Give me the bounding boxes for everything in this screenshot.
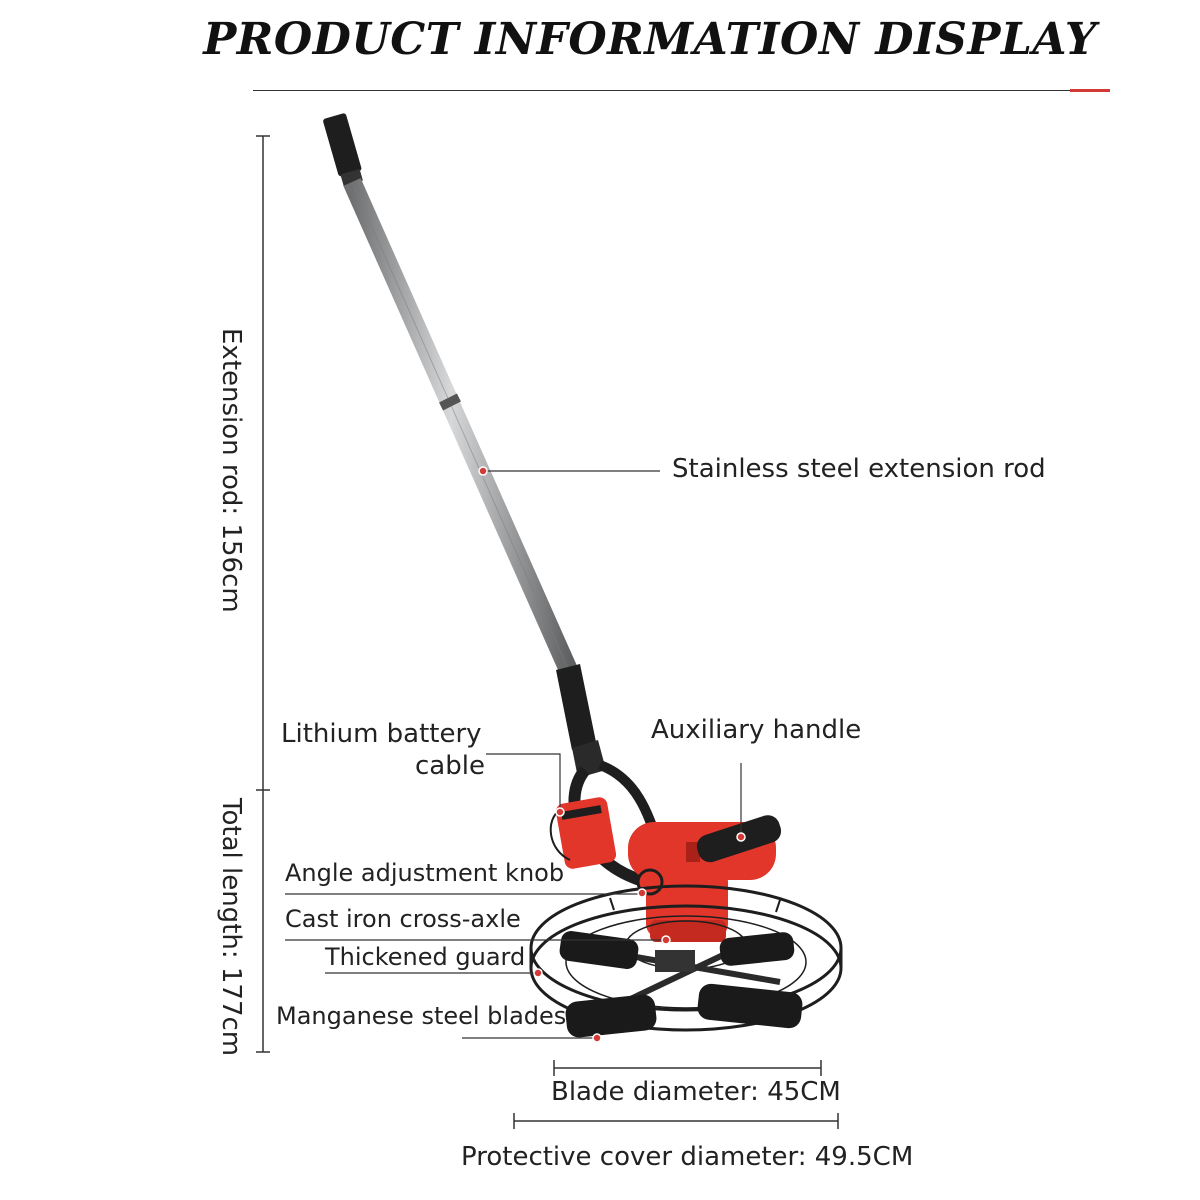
wire-guard (529, 884, 843, 1032)
callout-cross-axle: Cast iron cross-axle (285, 905, 521, 933)
callout-extension-rod: Stainless steel extension rod (672, 454, 1046, 484)
rod-collar (556, 664, 606, 778)
extension-rod-dimension-line (256, 135, 270, 791)
title-accent-bar (1070, 89, 1110, 92)
extension-rod-length-label: Extension rod: 156cm (216, 328, 246, 613)
total-length-dimension-line (256, 790, 270, 1053)
callout-guard: Thickened guard (325, 943, 526, 971)
cover-diameter-label: Protective cover diameter: 49.5CM (461, 1142, 914, 1172)
callout-auxiliary-handle: Auxiliary handle (651, 715, 862, 745)
callout-battery-line1: Lithium battery (281, 719, 482, 749)
blades-shape (559, 931, 803, 1038)
callout-lines (285, 470, 742, 1039)
blade-diameter-line (553, 1060, 822, 1076)
callout-blades: Manganese steel blades (276, 1002, 567, 1030)
top-grip (323, 113, 363, 187)
extension-rod (343, 178, 581, 682)
total-length-label: Total length: 177cm (216, 798, 246, 1057)
callout-dots (478, 466, 746, 1043)
callout-battery-line2: cable (415, 751, 485, 781)
title-underline (253, 90, 1110, 91)
blade-diameter-label: Blade diameter: 45CM (551, 1077, 841, 1107)
callout-angle-knob: Angle adjustment knob (285, 859, 565, 887)
cover-diameter-line (513, 1113, 839, 1129)
page-title: PRODUCT INFORMATION DISPLAY (203, 14, 1097, 65)
